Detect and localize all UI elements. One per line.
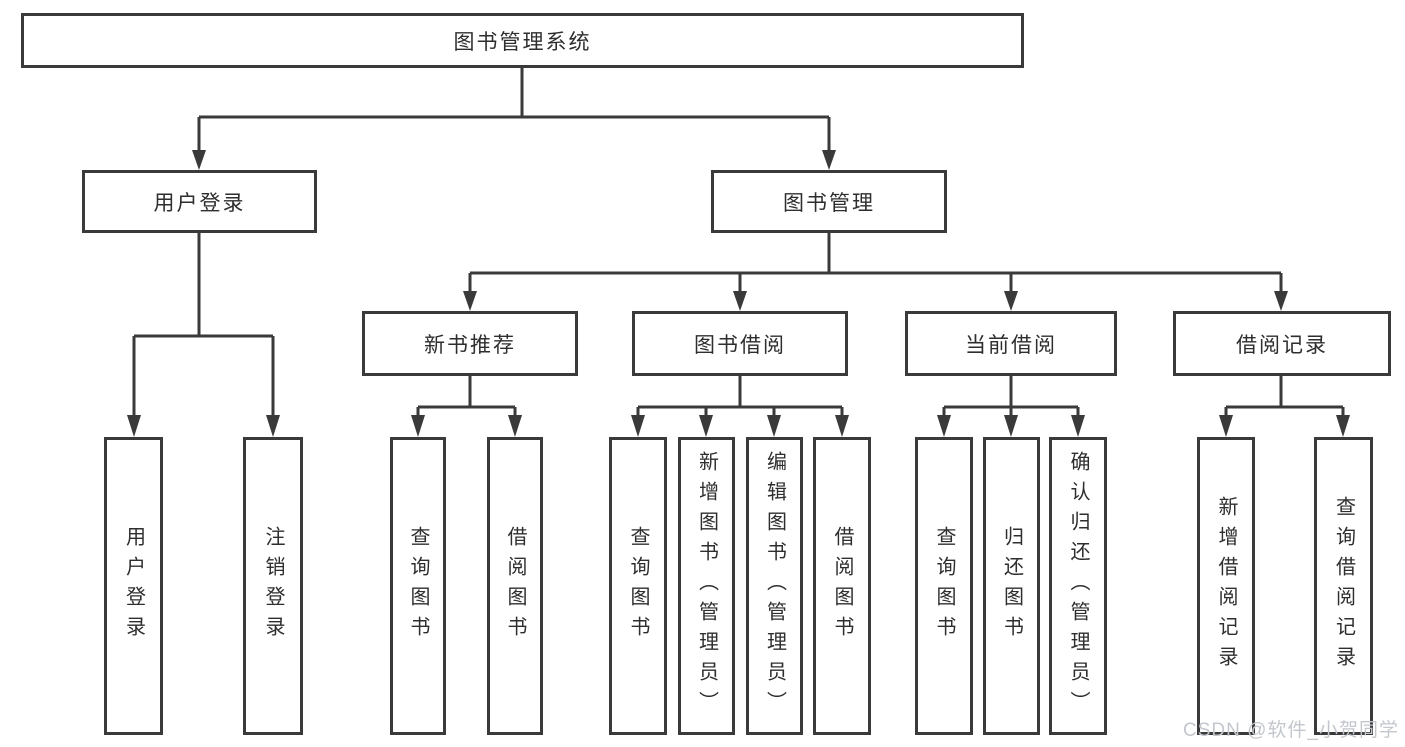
leaf-query-books-current: 查询图书 (915, 437, 973, 735)
node-current-borrowing: 当前借阅 (905, 311, 1117, 376)
leaf-borrow-books-recommend: 借阅图书 (487, 437, 543, 735)
node-new-book-recommend: 新书推荐 (362, 311, 578, 376)
leaf-add-books-admin: 新增图书（管理员） (678, 437, 735, 735)
node-book-management: 图书管理 (711, 170, 947, 233)
leaf-confirm-return-admin-label: 确认归还（管理员） (1067, 451, 1089, 721)
leaf-edit-books-admin: 编辑图书（管理员） (746, 437, 803, 735)
connector-user-login-children (132, 233, 275, 415)
connector-recommend-children (416, 376, 517, 415)
leaf-borrow-books-label: 借阅图书 (831, 526, 853, 646)
leaf-borrow-books-recommend-label: 借阅图书 (504, 526, 526, 646)
leaf-add-books-admin-label: 新增图书（管理员） (695, 451, 718, 721)
connector-records-children (1224, 376, 1345, 415)
csdn-watermark: CSDN @软件_小贺同学 (1183, 720, 1399, 741)
leaf-add-borrow-record-label: 新增借阅记录 (1215, 496, 1237, 676)
connector-book-mgmt-to-level3 (468, 233, 1283, 291)
leaf-query-borrow-record: 查询借阅记录 (1314, 437, 1373, 735)
leaf-edit-books-admin-label: 编辑图书（管理员） (763, 451, 786, 721)
leaf-logout: 注销登录 (243, 437, 303, 735)
leaf-confirm-return-admin: 确认归还（管理员） (1049, 437, 1107, 735)
leaf-user-login-label: 用户登录 (122, 526, 145, 646)
node-user-login: 用户登录 (82, 170, 317, 233)
leaf-query-books-recommend: 查询图书 (390, 437, 446, 735)
connector-borrowing-children (636, 376, 844, 415)
connector-current-children (942, 376, 1080, 415)
node-book-borrowing: 图书借阅 (632, 311, 848, 376)
leaf-query-books-current-label: 查询图书 (933, 526, 955, 646)
leaf-query-books-borrow-label: 查询图书 (627, 526, 649, 646)
node-root: 图书管理系统 (21, 13, 1024, 68)
node-borrowing-records: 借阅记录 (1173, 311, 1391, 376)
leaf-query-books-recommend-label: 查询图书 (407, 526, 429, 646)
leaf-add-borrow-record: 新增借阅记录 (1197, 437, 1255, 735)
leaf-user-login: 用户登录 (104, 437, 163, 735)
leaf-borrow-books: 借阅图书 (813, 437, 871, 735)
connector-root-to-level2 (197, 68, 831, 150)
leaf-return-books-label: 归还图书 (1000, 526, 1023, 646)
leaf-query-books-borrow: 查询图书 (609, 437, 667, 735)
leaf-query-borrow-record-label: 查询借阅记录 (1332, 496, 1355, 676)
leaf-logout-label: 注销登录 (262, 526, 284, 646)
leaf-return-books: 归还图书 (983, 437, 1040, 735)
